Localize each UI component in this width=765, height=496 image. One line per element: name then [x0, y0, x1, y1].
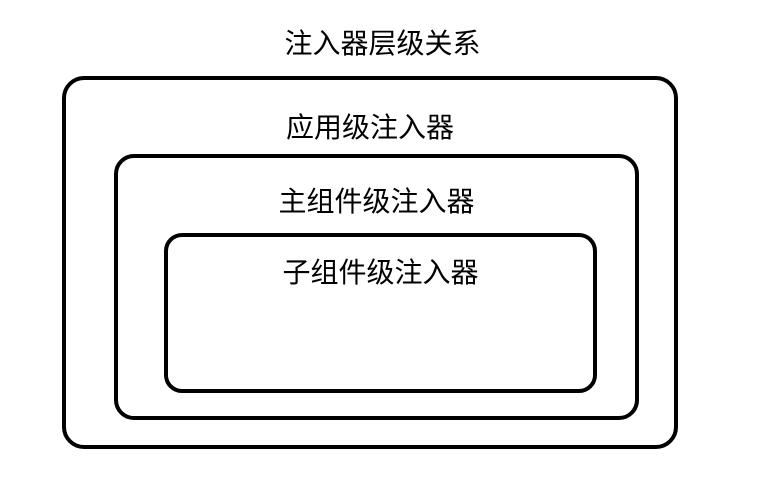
app-level-injector-label: 应用级注入器	[285, 111, 454, 144]
child-component-injector-box: 子组件级注入器	[164, 233, 597, 393]
child-component-injector-label: 子组件级注入器	[282, 256, 479, 289]
app-level-injector-box: 应用级注入器	[62, 76, 678, 449]
main-component-injector-label: 主组件级注入器	[278, 185, 475, 218]
main-component-injector-box: 主组件级注入器	[114, 154, 639, 420]
diagram-title: 注入器层级关系	[284, 27, 481, 60]
